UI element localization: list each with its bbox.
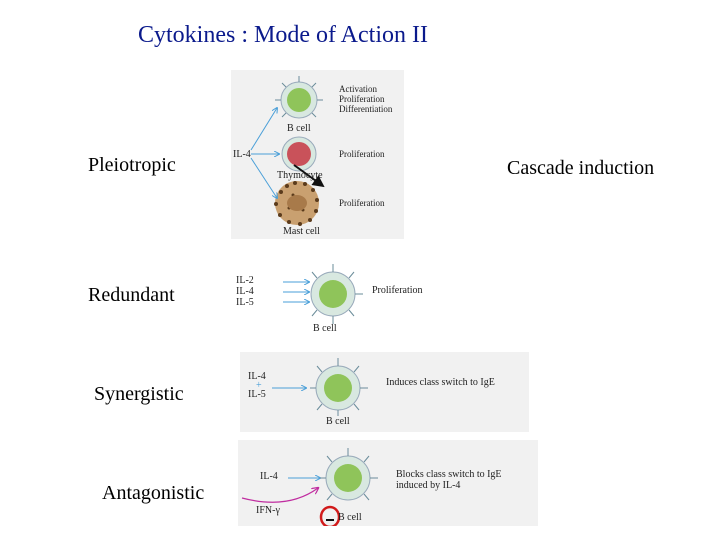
b-cell-effect-1: Activation	[339, 84, 377, 94]
b-cell-top	[275, 76, 323, 119]
label-synergistic: Synergistic	[94, 383, 184, 405]
antagonistic-diagram: IL-4 IFN-γ Blocks class switch to IgE in…	[238, 440, 538, 526]
label-pleiotropic: Pleiotropic	[88, 154, 176, 176]
mast-cell	[274, 181, 319, 226]
redundant-cytokine-1: IL-2	[236, 275, 254, 286]
pleiotropic-arrows	[250, 108, 279, 198]
thymocyte-cell	[281, 136, 317, 172]
redundant-diagram: IL-2 IL-4 IL-5 Proliferation B cell	[231, 254, 441, 336]
mast-cell-label: Mast cell	[283, 226, 320, 237]
redundant-cell-label: B cell	[313, 323, 337, 334]
mast-cell-effect: Proliferation	[339, 198, 385, 208]
pleio-cytokine-label: IL-4	[233, 149, 251, 160]
label-antagonistic: Antagonistic	[102, 482, 205, 504]
redundant-cytokine-3: IL-5	[236, 297, 254, 308]
redundant-cytokine-2: IL-4	[236, 286, 254, 297]
b-cell-effect-2: Proliferation	[339, 94, 385, 104]
b-cell-label: B cell	[287, 123, 311, 134]
redundant-arrows	[283, 282, 309, 302]
antagonistic-cytokine-b: IFN-γ	[256, 505, 280, 516]
label-cascade-induction: Cascade induction	[507, 157, 655, 179]
thymocyte-label: Thymocyte	[277, 170, 323, 181]
antagonistic-cell-label: B cell	[338, 512, 362, 523]
b-cell-effect-3: Differentiation	[339, 104, 393, 114]
antagonistic-b-cell	[320, 448, 378, 501]
slide-title: Cytokines : Mode of Action II	[138, 22, 428, 48]
redundant-effect: Proliferation	[372, 285, 423, 296]
antagonistic-effect-2: induced by IL-4	[396, 480, 461, 491]
antagonistic-effect-1: Blocks class switch to IgE	[396, 469, 502, 480]
antagonistic-cytokine-a: IL-4	[260, 471, 278, 482]
label-redundant: Redundant	[88, 284, 175, 306]
inhibition-circle	[319, 505, 341, 526]
synergistic-effect: Induces class switch to IgE	[386, 377, 495, 388]
thymocyte-effect: Proliferation	[339, 149, 385, 159]
thymocyte-pointer-arrow	[293, 164, 325, 188]
synergistic-b-cell	[310, 358, 368, 416]
synergistic-cell-label: B cell	[326, 416, 350, 427]
pleiotropic-diagram: IL-4 Activation Proliferation Differenti…	[231, 70, 404, 239]
synergistic-diagram: IL-4 + IL-5 Induces class switch to IgE …	[240, 352, 529, 432]
synergistic-plus: +	[256, 380, 262, 391]
synergistic-cytokine-a: IL-4	[248, 371, 266, 382]
synergistic-cytokine-b: IL-5	[248, 389, 266, 400]
redundant-b-cell	[310, 264, 363, 324]
antagonistic-ifn-arrow	[241, 488, 318, 503]
